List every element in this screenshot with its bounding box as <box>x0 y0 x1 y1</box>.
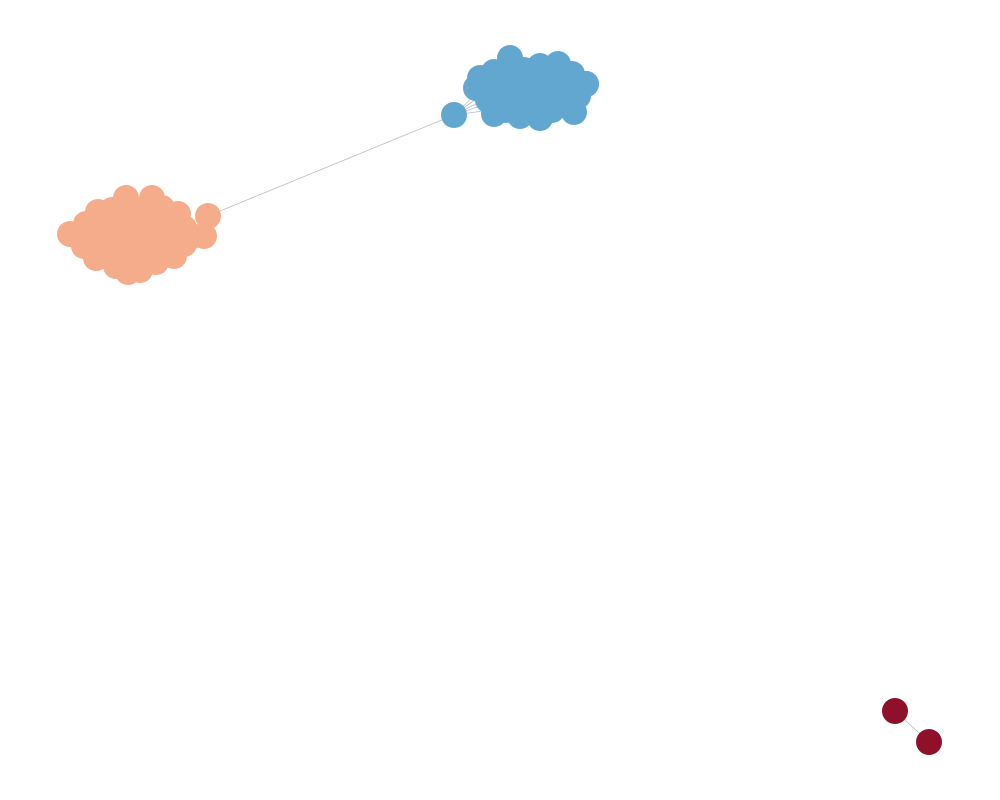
graph-node <box>167 227 193 253</box>
graph-edge <box>207 114 455 217</box>
graph-node <box>533 91 559 117</box>
graph-node <box>191 223 217 249</box>
graph-node <box>97 231 123 257</box>
graph-node <box>916 729 942 755</box>
graph-node <box>882 698 908 724</box>
graph-node <box>127 257 153 283</box>
graph-node <box>573 71 599 97</box>
nodes-layer <box>57 45 942 755</box>
graph-node <box>195 203 221 229</box>
graph-node <box>123 201 149 227</box>
graph-node <box>505 81 531 107</box>
graph-node <box>441 102 467 128</box>
graph-node <box>471 79 497 105</box>
graph-node <box>143 209 169 235</box>
edges-layer <box>207 91 930 743</box>
